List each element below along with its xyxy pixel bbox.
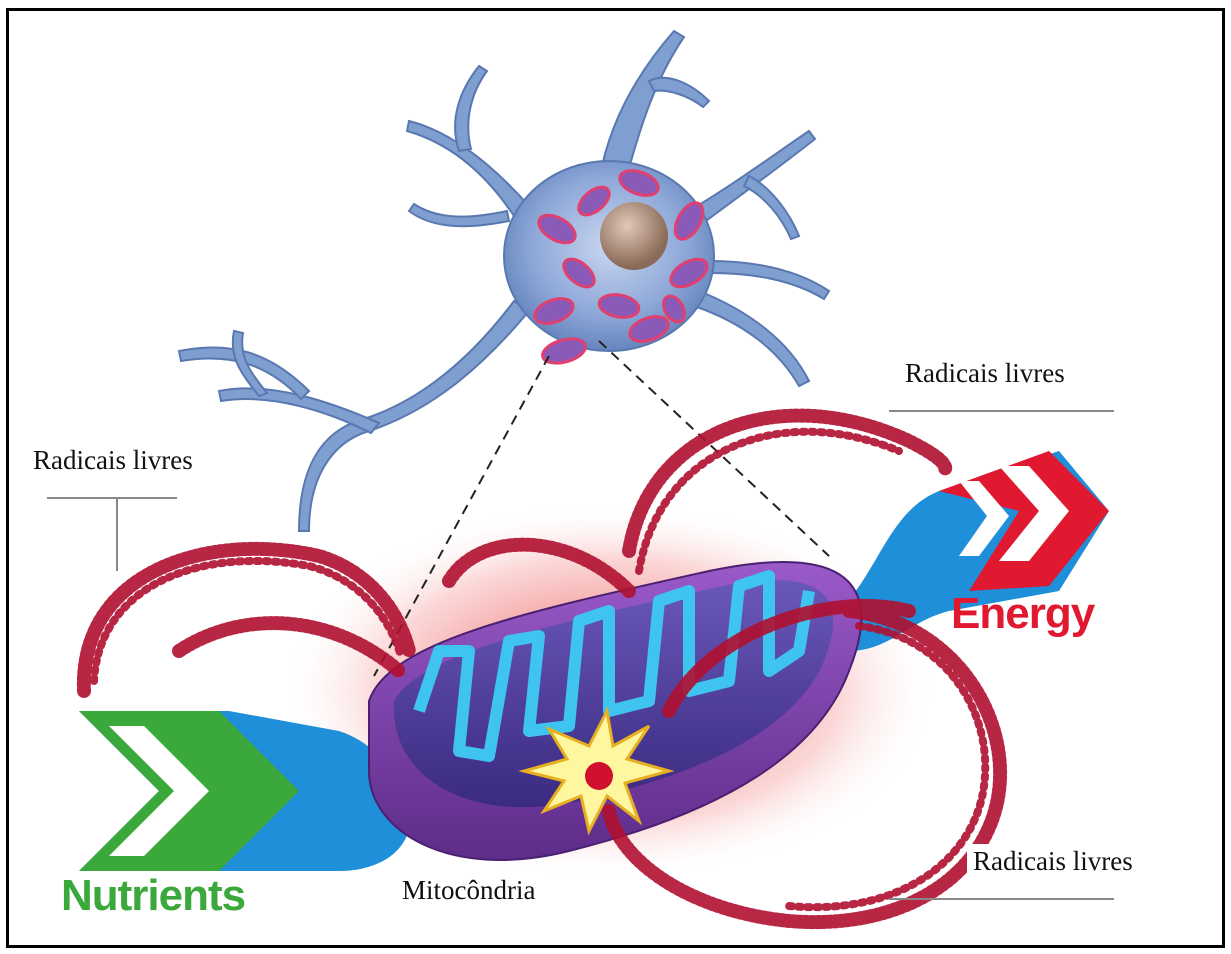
neuron — [179, 31, 829, 531]
diagram-illustration — [9, 11, 1225, 948]
energy-label: Energy — [951, 589, 1094, 639]
diagram-frame: Radicais livres Radicais livres Radicais… — [6, 8, 1225, 948]
free-radicals-left-label: Radicais livres — [27, 443, 199, 478]
nucleus — [600, 202, 668, 270]
mitochondria-label: Mitocôndria — [396, 873, 541, 908]
free-radicals-bottom-right-label: Radicais livres — [967, 844, 1139, 879]
nutrients-label: Nutrients — [61, 871, 245, 921]
free-radicals-top-right-label: Radicais livres — [899, 356, 1071, 391]
